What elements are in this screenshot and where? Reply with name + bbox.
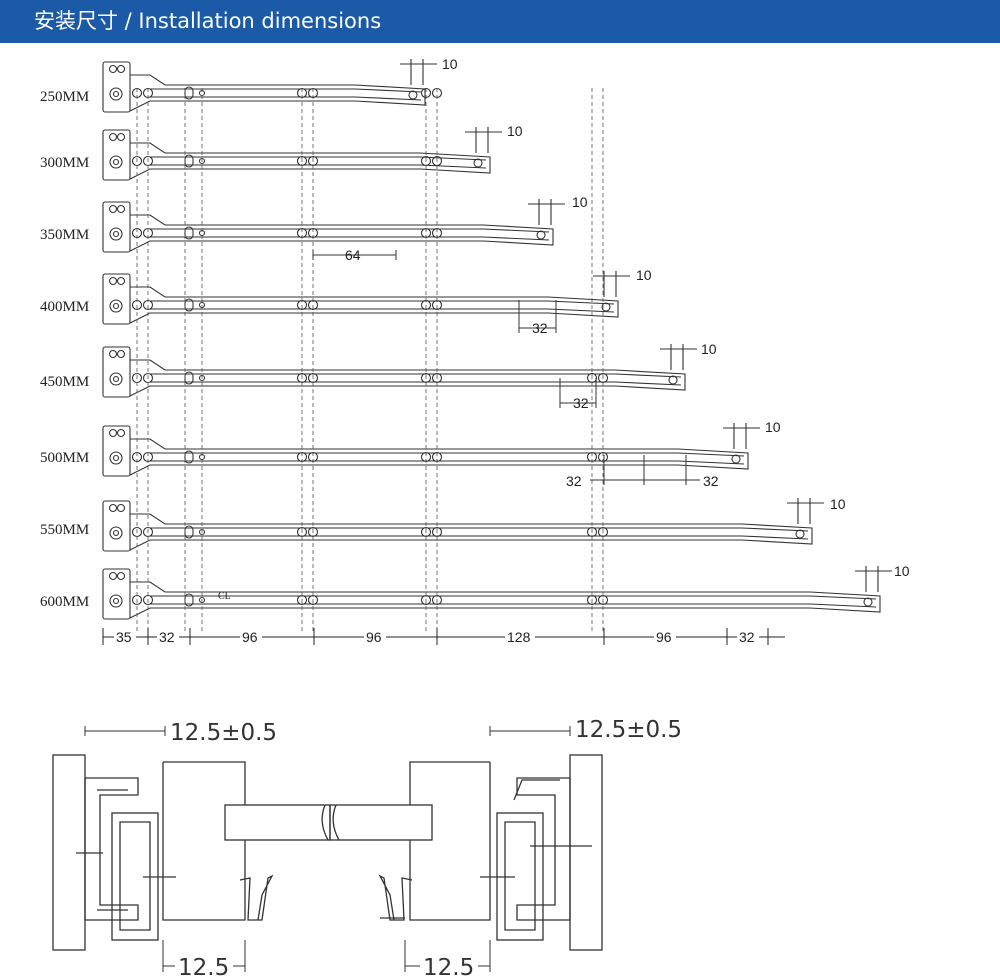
cross-dim-right-top: 12.5±0.5 [575,717,682,743]
inner-dim-350: 64 [345,247,361,263]
cross-dim-right-bottom: 12.5 [423,955,474,980]
rail-drawing [102,59,443,113]
rail-label-500: 500MM [40,450,89,466]
alignment-guides [136,88,700,632]
bottom-dim-96-c: 96 [656,629,672,645]
rail-drawings [102,59,892,620]
inner-dim-400: 32 [532,320,548,336]
rail-label-350: 350MM [40,227,89,243]
inner-dim-500-left: 32 [566,473,582,489]
cross-section-drawing [52,754,603,951]
rail-drawing [102,199,565,253]
inner-dim-450: 32 [573,395,589,411]
rail-drawing [102,344,697,398]
rail-label-250: 250MM [40,89,89,105]
rail-drawing [102,423,760,477]
bottom-dim-96-a: 96 [242,629,258,645]
bottom-dimension-lines [102,628,785,645]
rail-label-550: 550MM [40,522,89,538]
end-dim-600: 10 [894,563,910,579]
inner-dimension-lines [312,250,700,485]
rail-label-400: 400MM [40,299,89,315]
rail-label-450: 450MM [40,374,89,390]
page-title: 安装尺寸 / Installation dimensions [34,9,382,33]
end-dim-350: 10 [572,194,588,210]
rail-drawing [102,498,824,552]
center-line-mark: CL [218,591,231,602]
cross-dim-left-bottom: 12.5 [178,955,229,980]
bottom-dimension-labels: 35 32 96 96 128 96 32 [114,629,759,645]
end-dim-450: 10 [701,341,717,357]
end-dim-250: 10 [442,56,458,72]
bottom-dim-96-b: 96 [366,629,382,645]
bottom-dim-32-a: 32 [159,629,175,645]
bottom-dim-32-b: 32 [739,629,755,645]
cross-dim-left-top: 12.5±0.5 [170,720,277,746]
bottom-dim-35: 35 [116,629,132,645]
end-dim-550: 10 [830,496,846,512]
end-dim-500: 10 [765,419,781,435]
end-dim-300: 10 [507,123,523,139]
rail-label-600: 600MM [40,594,89,610]
header-bar: 安装尺寸 / Installation dimensions [0,0,1000,43]
rail-drawing [102,127,502,181]
inner-dim-500-right: 32 [703,473,719,489]
rail-drawing [102,271,630,325]
end-dim-400: 10 [636,267,652,283]
rail-label-300: 300MM [40,155,89,171]
bottom-dim-128: 128 [507,629,531,645]
